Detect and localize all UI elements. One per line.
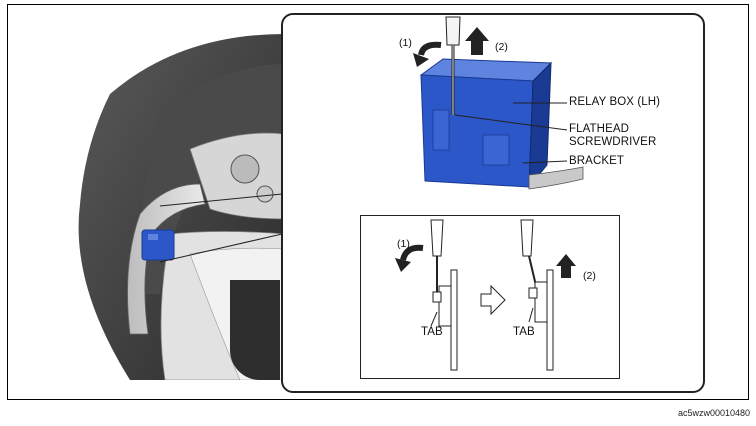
figure-code: ac5wzw00010480 <box>677 408 750 418</box>
relay-box-label: RELAY BOX (LH) <box>569 96 661 108</box>
lift-arrow-icon <box>465 27 489 55</box>
screwdriver-label-line1: FLATHEAD <box>569 123 630 135</box>
bracket-shape <box>528 166 584 190</box>
screwdriver-label-line2: SCREWDRIVER <box>569 136 657 148</box>
detail-step-1-label: (1) <box>397 238 410 250</box>
rotate-arrow-icon <box>418 41 442 56</box>
detail-inset: (1) (2) TAB TAB <box>360 215 620 379</box>
tab-label-left: TAB <box>421 326 443 338</box>
step-2-label: (2) <box>495 41 508 53</box>
tire-edge-shape <box>230 280 280 380</box>
next-step-arrow-icon <box>480 284 506 316</box>
detail-step-2-label: (2) <box>583 270 596 282</box>
screwdriver-shape <box>445 16 461 46</box>
tab-label-right: TAB <box>513 326 535 338</box>
detail-rotate-arrow-icon <box>400 244 424 261</box>
step-1-label: (1) <box>399 37 412 49</box>
detail-lift-arrow-icon <box>556 254 576 278</box>
bracket-label: BRACKET <box>569 155 625 167</box>
